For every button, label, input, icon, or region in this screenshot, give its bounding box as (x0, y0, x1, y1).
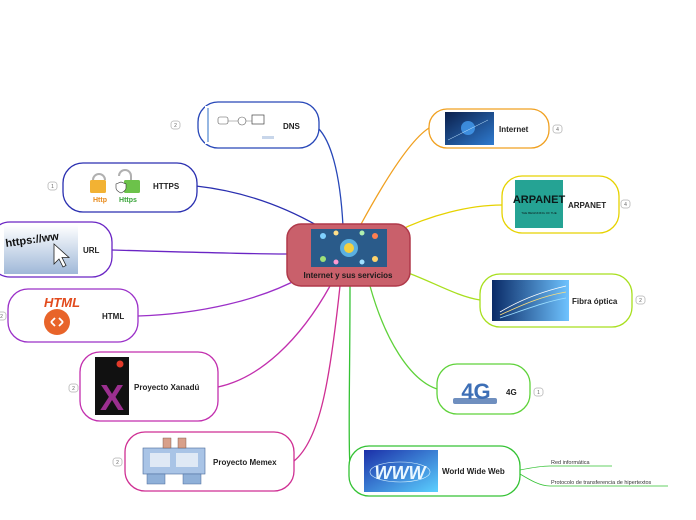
connector-fibra (399, 269, 481, 301)
badge-fibra: 2 (635, 295, 646, 305)
protocolo-label: Protocolo de transferencia de hipertexto… (551, 480, 652, 486)
svg-text:WWW: WWW (375, 463, 428, 483)
html-label: HTML (102, 312, 124, 321)
svg-text:2: 2 (72, 386, 75, 392)
node-html[interactable]: HTML HTML (7, 288, 139, 343)
connector-html (137, 277, 301, 317)
url-label: URL (83, 246, 100, 255)
svg-text:2: 2 (174, 123, 177, 129)
node-memex[interactable]: Proyecto Memex (124, 431, 295, 492)
www-label: World Wide Web (442, 467, 505, 476)
memex-label: Proyecto Memex (213, 458, 277, 467)
node-arpanet[interactable]: ARPANET THE BEGINNING OF THE ARPANET (501, 175, 620, 234)
4g-logo-image: 4G (453, 379, 497, 404)
badge-dns: 2 (170, 120, 181, 130)
node-fibra[interactable]: Fibra óptica (479, 273, 633, 328)
center-image (311, 229, 387, 267)
svg-text:HTML: HTML (44, 295, 80, 310)
node-internet[interactable]: Internet (428, 108, 550, 149)
connector-www (348, 285, 351, 467)
connector-protocolo (519, 473, 668, 487)
connector-red-informatica (519, 465, 612, 471)
svg-text:1: 1 (537, 390, 540, 396)
connector-xanadu (217, 285, 331, 388)
memex-desk-image (142, 437, 206, 485)
xanadu-label: Proyecto Xanadú (134, 383, 199, 392)
xanadu-logo-image: X (95, 357, 129, 418)
svg-text:ARPANET: ARPANET (513, 194, 566, 206)
node-4g[interactable]: 4G 4G (436, 363, 531, 415)
html-logo-image: HTML (44, 295, 80, 335)
internet-label: Internet (499, 125, 529, 134)
arpanet-label: ARPANET (568, 201, 606, 210)
connector-4g (369, 285, 438, 390)
badge-html: 2 (0, 311, 7, 321)
svg-text:2: 2 (0, 314, 3, 320)
svg-text:4G: 4G (461, 379, 490, 404)
svg-text:2: 2 (639, 298, 642, 304)
connector-https (195, 185, 319, 227)
connector-url (111, 249, 291, 255)
padlock-icons-image: Http Https (90, 169, 140, 204)
badge-internet: 4 (552, 124, 563, 134)
dns-diagram-image (205, 106, 277, 144)
red-informatica-label: Red informática (551, 460, 590, 466)
badge-xanadu: 2 (68, 383, 79, 393)
badge-arpanet: 4 (620, 199, 631, 209)
badge-4g: 1 (533, 387, 544, 397)
node-url[interactable]: https://ww URL (0, 221, 113, 278)
svg-text:2: 2 (116, 460, 119, 466)
center-label: Internet y sus servicios (304, 271, 393, 280)
badge-memex: 2 (112, 457, 123, 467)
svg-text:Http: Http (93, 197, 107, 204)
node-https[interactable]: Http Https HTTPS (62, 162, 198, 213)
www-child-protocolo[interactable]: Protocolo de transferencia de hipertexto… (551, 480, 652, 486)
connectors (111, 127, 668, 487)
connector-arpanet (395, 204, 503, 233)
https-label: HTTPS (153, 182, 180, 191)
svg-text:4: 4 (556, 127, 559, 133)
node-dns[interactable]: DNS (197, 101, 320, 149)
connector-internet (359, 127, 430, 227)
svg-text:X: X (100, 377, 124, 418)
fibra-label: Fibra óptica (572, 297, 618, 306)
url-bar-image: https://ww (4, 225, 78, 274)
connector-dns (317, 127, 344, 227)
arpanet-book-image: ARPANET THE BEGINNING OF THE (513, 180, 566, 228)
www-child-red-informatica[interactable]: Red informática (551, 460, 590, 466)
svg-text:4: 4 (624, 202, 627, 208)
node-xanadu[interactable]: X Proyecto Xanadú (79, 351, 219, 422)
center-node[interactable]: Internet y sus servicios (286, 223, 411, 287)
dns-label: DNS (283, 122, 301, 131)
svg-text:1: 1 (51, 184, 54, 190)
svg-text:THE BEGINNING OF THE: THE BEGINNING OF THE (521, 211, 556, 215)
4g-label: 4G (506, 388, 517, 397)
internet-image (445, 112, 494, 145)
badge-https: 1 (47, 181, 58, 191)
www-image: WWW (364, 450, 438, 492)
svg-text:Https: Https (119, 197, 137, 204)
node-www[interactable]: WWW World Wide Web (348, 445, 521, 497)
fiber-optic-image (492, 280, 569, 321)
connector-memex (293, 285, 341, 462)
